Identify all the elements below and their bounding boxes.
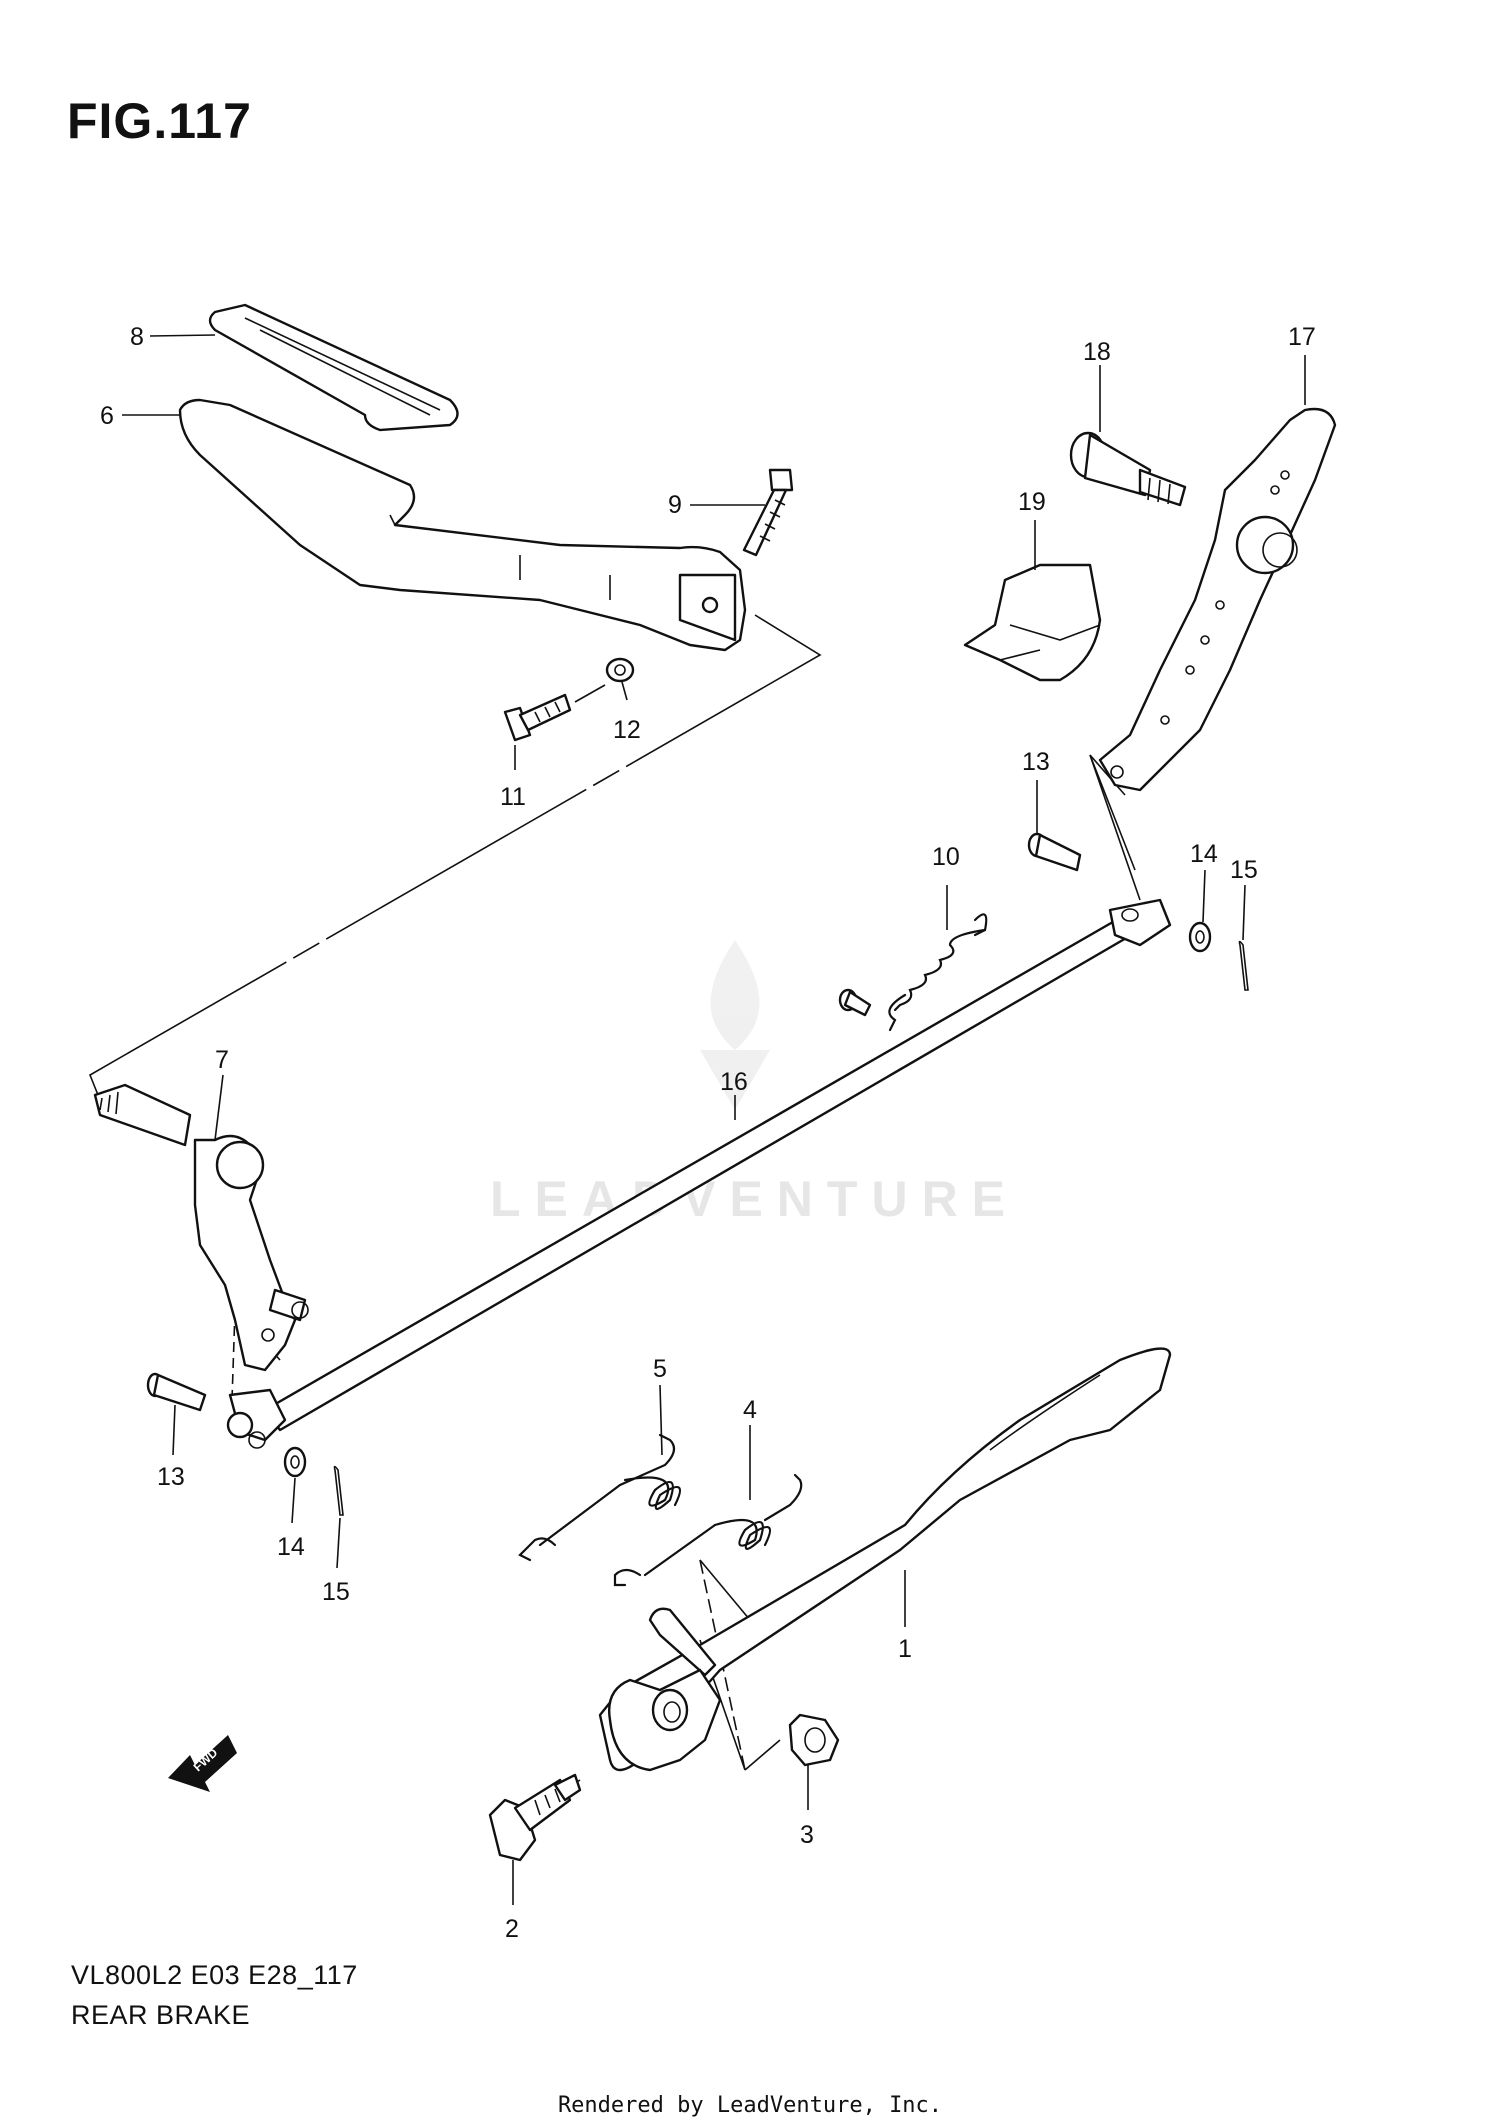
part-11-bolt (503, 684, 606, 742)
part-16-brake-rod (226, 898, 1172, 1449)
watermark-logo (700, 940, 770, 1110)
callout-14-upper: 14 (1190, 840, 1218, 868)
callout-14-lower: 14 (277, 1533, 305, 1561)
callout-1: 1 (898, 1635, 912, 1663)
part-3-nut (788, 1713, 840, 1767)
part-9-bolt (742, 468, 794, 557)
part-4-spring (613, 1473, 803, 1587)
part-10-spring (888, 913, 988, 1032)
callout-13-lower: 13 (157, 1463, 185, 1491)
part-14-washer-upper (1188, 921, 1212, 953)
model-code: VL800L2 E03 E28_117 (71, 1960, 358, 1990)
callout-6: 6 (100, 402, 114, 430)
part-5-spring (518, 1433, 682, 1562)
part-15-cotter-pin-lower (333, 1465, 344, 1516)
part-6-brake-pedal (178, 398, 747, 652)
figure-title: FIG.117 (67, 93, 252, 149)
part-13-clevis-pin-lower (146, 1372, 207, 1412)
callout-13-upper: 13 (1022, 748, 1050, 776)
leader-lines (122, 334, 1306, 1905)
part-15-cotter-pin-upper (1238, 940, 1249, 991)
part-7-shaft-arm (93, 1083, 309, 1372)
fwd-arrow-icon: FWD (168, 1735, 237, 1792)
callout-8: 8 (130, 323, 144, 351)
callout-15-upper: 15 (1230, 856, 1258, 884)
callout-4: 4 (743, 1396, 757, 1424)
callout-19: 19 (1018, 488, 1046, 516)
part-18-pivot-bolt (1069, 431, 1187, 507)
part-2-pivot-bolt (488, 1773, 582, 1862)
callout-15-lower: 15 (322, 1578, 350, 1606)
part-1-side-stand (598, 1347, 1172, 1772)
callout-labels: 8 6 9 12 11 18 17 19 13 10 14 15 7 16 5 … (100, 323, 1316, 1943)
callout-18: 18 (1083, 338, 1111, 366)
part-8-pedal-pad (208, 303, 459, 432)
callout-17: 17 (1288, 323, 1316, 351)
callout-3: 3 (800, 1821, 814, 1849)
part-13-clevis-pin-upper (1027, 832, 1082, 872)
assembly-name: REAR BRAKE (71, 2000, 251, 2030)
callout-11: 11 (500, 783, 526, 811)
part-14-washer-lower (283, 1446, 307, 1478)
callout-5: 5 (653, 1355, 667, 1383)
callout-12: 12 (613, 716, 641, 744)
watermark: LEADVENTURE (490, 1171, 1020, 1227)
part-12-nut (605, 657, 635, 683)
callout-9: 9 (668, 491, 682, 519)
callout-7: 7 (215, 1046, 229, 1074)
callout-2: 2 (505, 1915, 519, 1943)
rendered-by-credit: Rendered by LeadVenture, Inc. (557, 2093, 943, 2118)
part-19-cover (963, 563, 1102, 682)
callout-10: 10 (932, 843, 960, 871)
callout-16: 16 (720, 1068, 748, 1096)
part-17-brake-lever (1098, 407, 1337, 792)
